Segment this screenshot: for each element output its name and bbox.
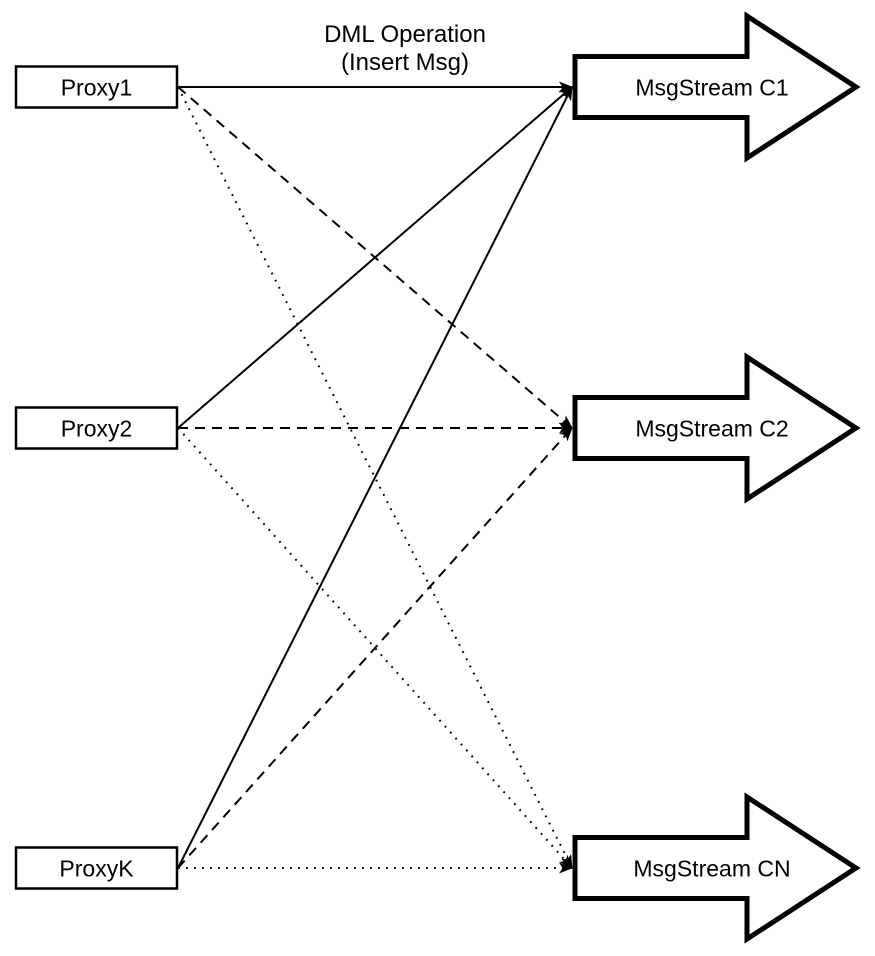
diagram-title: DML Operation (Insert Msg): [255, 21, 555, 77]
proxy-node-proxyk: ProxyK: [14, 846, 179, 890]
edge-proxyk-to-c2-dashed: [177, 427, 573, 869]
msgstream-arrow-shape: [572, 792, 861, 944]
edge-proxyk-to-c1-solid: [177, 86, 573, 869]
msgstream-node-cn: MsgStream CN: [572, 792, 861, 944]
proxy-node-label: Proxy1: [61, 74, 133, 100]
edges-layer: [177, 81, 573, 874]
edge-proxy2-to-c1-solid: [177, 86, 573, 429]
msgstream-arrow-label: MsgStream CN: [633, 855, 790, 881]
diagram-title-line2: (Insert Msg): [340, 49, 469, 76]
diagram-title-line1: DML Operation: [324, 21, 486, 48]
proxy-node-proxy1: Proxy1: [14, 65, 179, 109]
msgstream-node-c2: MsgStream C2: [572, 352, 861, 504]
proxy-node-proxy2: Proxy2: [14, 406, 179, 450]
msgstream-node-c1: MsgStream C1: [572, 11, 861, 163]
proxy-node-box: [14, 65, 179, 109]
proxy-node-label: Proxy2: [61, 415, 133, 441]
edge-proxy1-to-cn-dotted: [177, 86, 573, 869]
msgstream-arrow-label: MsgStream C1: [635, 74, 788, 100]
proxy-node-label: ProxyK: [59, 855, 134, 881]
proxy-node-box: [14, 846, 179, 890]
msgstream-arrow-shape: [572, 352, 861, 504]
msgstream-arrow-label: MsgStream C2: [635, 415, 788, 441]
proxy-node-box: [14, 406, 179, 450]
msgstream-arrow-shape: [572, 11, 861, 163]
